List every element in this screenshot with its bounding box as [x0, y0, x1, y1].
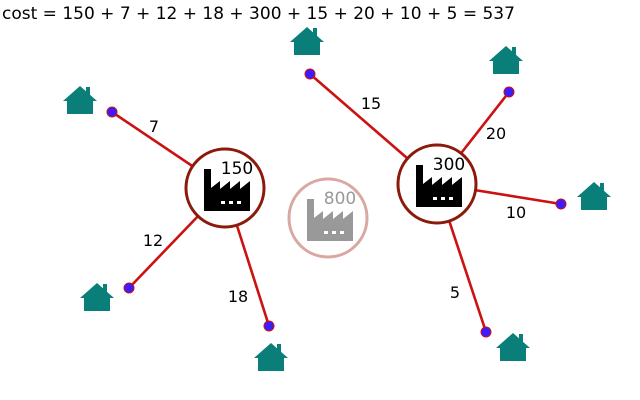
house-icon [496, 333, 530, 361]
house-icon [290, 27, 324, 55]
factory-window [441, 197, 445, 200]
closed-facility-f2: 800 [287, 177, 369, 259]
facility-cost-label: 300 [433, 155, 465, 175]
factory-window [221, 201, 225, 204]
open-facility-f1: 150 [184, 147, 266, 229]
factory-window [340, 231, 344, 234]
edge-cost-label-c7: 5 [450, 283, 460, 302]
factory-window [237, 201, 241, 204]
client-point-c6 [555, 198, 567, 210]
facility-cost-label: 150 [221, 159, 253, 179]
factory-window [449, 197, 453, 200]
client-point-c5 [503, 86, 515, 98]
edges-layer [111, 73, 562, 333]
house-icon [489, 46, 523, 74]
cost-equation: cost = 150 + 7 + 12 + 18 + 300 + 15 + 20… [2, 4, 515, 24]
edge-cost-label-c3: 18 [228, 287, 248, 306]
client-point-c3 [263, 320, 275, 332]
facility-cost-label: 800 [324, 189, 356, 209]
edge-cost-label-c2: 12 [143, 231, 163, 250]
house-icon [254, 343, 288, 371]
factory-window [324, 231, 328, 234]
edge-cost-label-c4: 15 [361, 94, 381, 113]
client-point-c1 [106, 106, 118, 118]
edge-cost-label-c1: 7 [149, 117, 159, 136]
factory-window [332, 231, 336, 234]
edge-cost-label-c5: 20 [486, 124, 506, 143]
factory-window [229, 201, 233, 204]
house-icon [80, 283, 114, 311]
house-icon [577, 182, 611, 210]
client-point-c2 [123, 282, 135, 294]
house-icon [63, 86, 97, 114]
client-point-c7 [480, 326, 492, 338]
client-point-c4 [304, 68, 316, 80]
edge-cost-label-c6: 10 [506, 203, 526, 222]
nodes-layer: 7 12 18 15 20 10 5 150 800 300 [63, 27, 611, 371]
open-facility-f3: 300 [396, 143, 478, 225]
factory-window [433, 197, 437, 200]
